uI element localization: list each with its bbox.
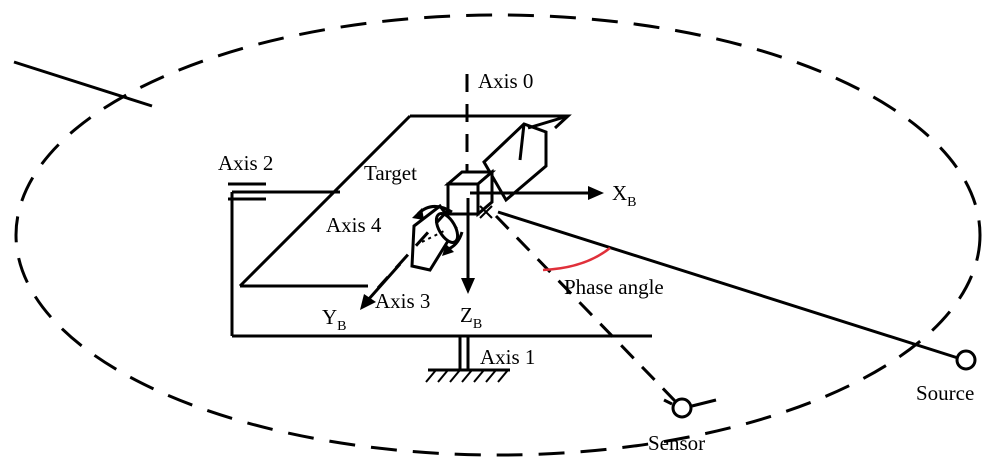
yb-arrow-shaft [366,263,402,301]
zb-label: ZB [460,303,482,332]
platform-left-edge [238,114,412,288]
axis0-label: Axis 0 [478,69,533,93]
source-point [955,349,977,371]
orbit-ellipse [14,13,982,457]
target-arm-edge [518,123,526,161]
zb-arrowhead [461,278,475,294]
axis3-line [376,208,450,290]
yb-label: YB [322,305,347,334]
platform-rail [527,114,569,130]
target-label: Target [364,161,417,185]
zb-label-main: Z [460,303,473,327]
origin-marker [479,205,493,219]
axis4-cylinder [410,203,464,272]
axis2-label: Axis 2 [218,151,273,175]
source-line [497,210,959,360]
xb-label: XB [612,181,637,210]
zb-label-sub: B [473,317,482,332]
sensor-tick-right [691,398,717,408]
phase-angle-arc [542,247,611,272]
sensor-label: Sensor [648,431,705,455]
ground-hatching [425,369,509,383]
orbit-tick-mark [13,60,153,108]
yb-label-sub: B [337,319,346,334]
phase-angle-label: Phase angle [564,275,664,299]
sensor-point [671,397,693,419]
axis3-label: Axis 3 [375,289,430,313]
yb-label-main: Y [322,305,337,329]
xb-label-sub: B [627,195,636,210]
xb-arrowhead [588,186,604,200]
sensor-line [494,214,678,404]
sensor-tick [663,398,673,406]
xb-label-main: X [612,181,627,205]
source-label: Source [916,381,974,405]
axis1-label: Axis 1 [480,345,535,369]
yb-arrowhead [360,294,376,310]
axis4-label: Axis 4 [326,213,382,237]
